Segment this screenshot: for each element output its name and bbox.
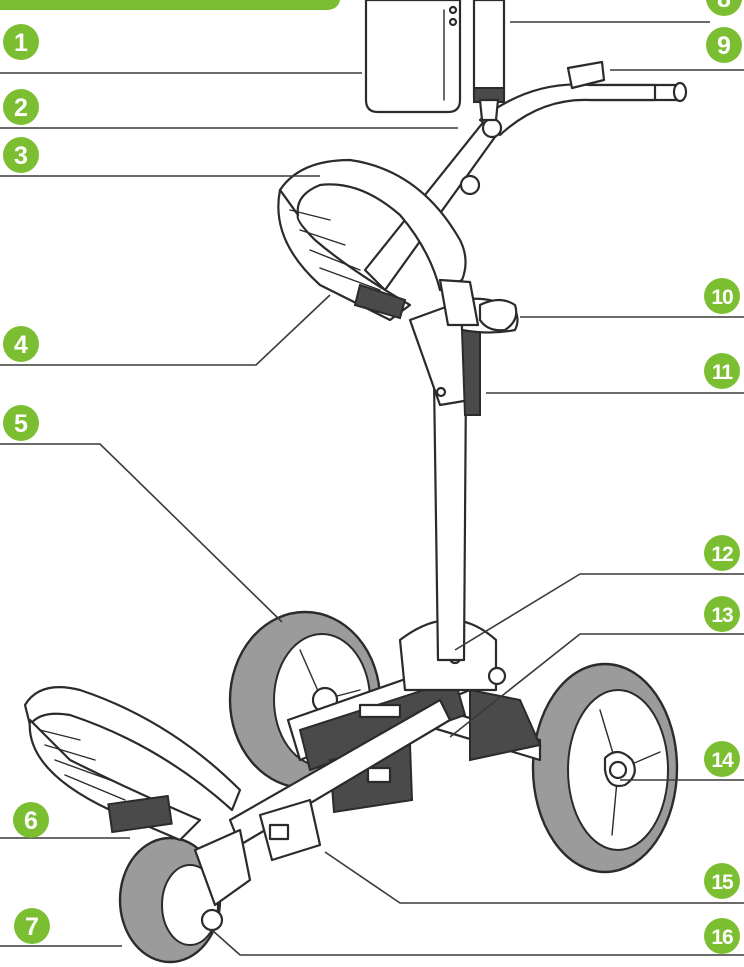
callout-8-label: 8 (717, 0, 731, 13)
callout-12: 12 (704, 535, 740, 571)
callout-12-label: 12 (711, 543, 733, 566)
callout-14: 14 (704, 741, 740, 777)
leader-lines (0, 21, 744, 956)
callout-14-label: 14 (711, 749, 734, 772)
leader-15 (324, 851, 744, 904)
callout-13-label: 13 (711, 604, 733, 627)
callout-7: 7 (14, 908, 50, 944)
callout-2-label: 2 (14, 94, 28, 122)
leader-5 (0, 443, 283, 623)
callout-4: 4 (3, 326, 39, 362)
phone-holder (364, 0, 462, 114)
callout-6: 6 (13, 802, 49, 838)
callout-16-label: 16 (711, 926, 733, 949)
callout-11: 11 (704, 353, 740, 389)
leader-16 (211, 929, 744, 956)
trolley-illustration (23, 0, 688, 964)
callout-1-label: 1 (14, 29, 28, 57)
upper-bag-rest (277, 158, 518, 332)
callout-9: 9 (706, 27, 742, 63)
callout-1: 1 (3, 24, 39, 60)
main-stem (408, 297, 519, 662)
callout-3-label: 3 (14, 142, 28, 170)
callout-16: 16 (704, 918, 740, 954)
callout-9-label: 9 (717, 32, 731, 60)
callout-badges: 1 2 3 4 5 6 7 8 (3, 0, 742, 954)
handle (478, 60, 688, 139)
callout-15: 15 (704, 863, 740, 899)
callout-10-label: 10 (711, 286, 733, 309)
callout-13: 13 (704, 596, 740, 632)
rear-right-wheel (531, 662, 679, 874)
leader-13 (449, 633, 744, 738)
leader-12 (454, 573, 744, 651)
callout-3: 3 (3, 137, 39, 173)
callout-6-label: 6 (24, 807, 38, 835)
front-wheel (118, 828, 252, 964)
callout-15-label: 15 (711, 871, 734, 894)
callout-2: 2 (3, 89, 39, 125)
callout-10: 10 (704, 278, 740, 314)
callout-5: 5 (3, 405, 39, 441)
callout-4-label: 4 (14, 331, 28, 359)
callout-5-label: 5 (14, 410, 28, 438)
callout-7-label: 7 (25, 913, 39, 941)
leader-4 (0, 294, 331, 366)
callout-8: 8 (706, 0, 742, 16)
handle-tower (472, 0, 506, 122)
lower-bag-rest (23, 686, 322, 862)
callout-11-label: 11 (712, 361, 734, 384)
header-tab (0, 0, 340, 10)
